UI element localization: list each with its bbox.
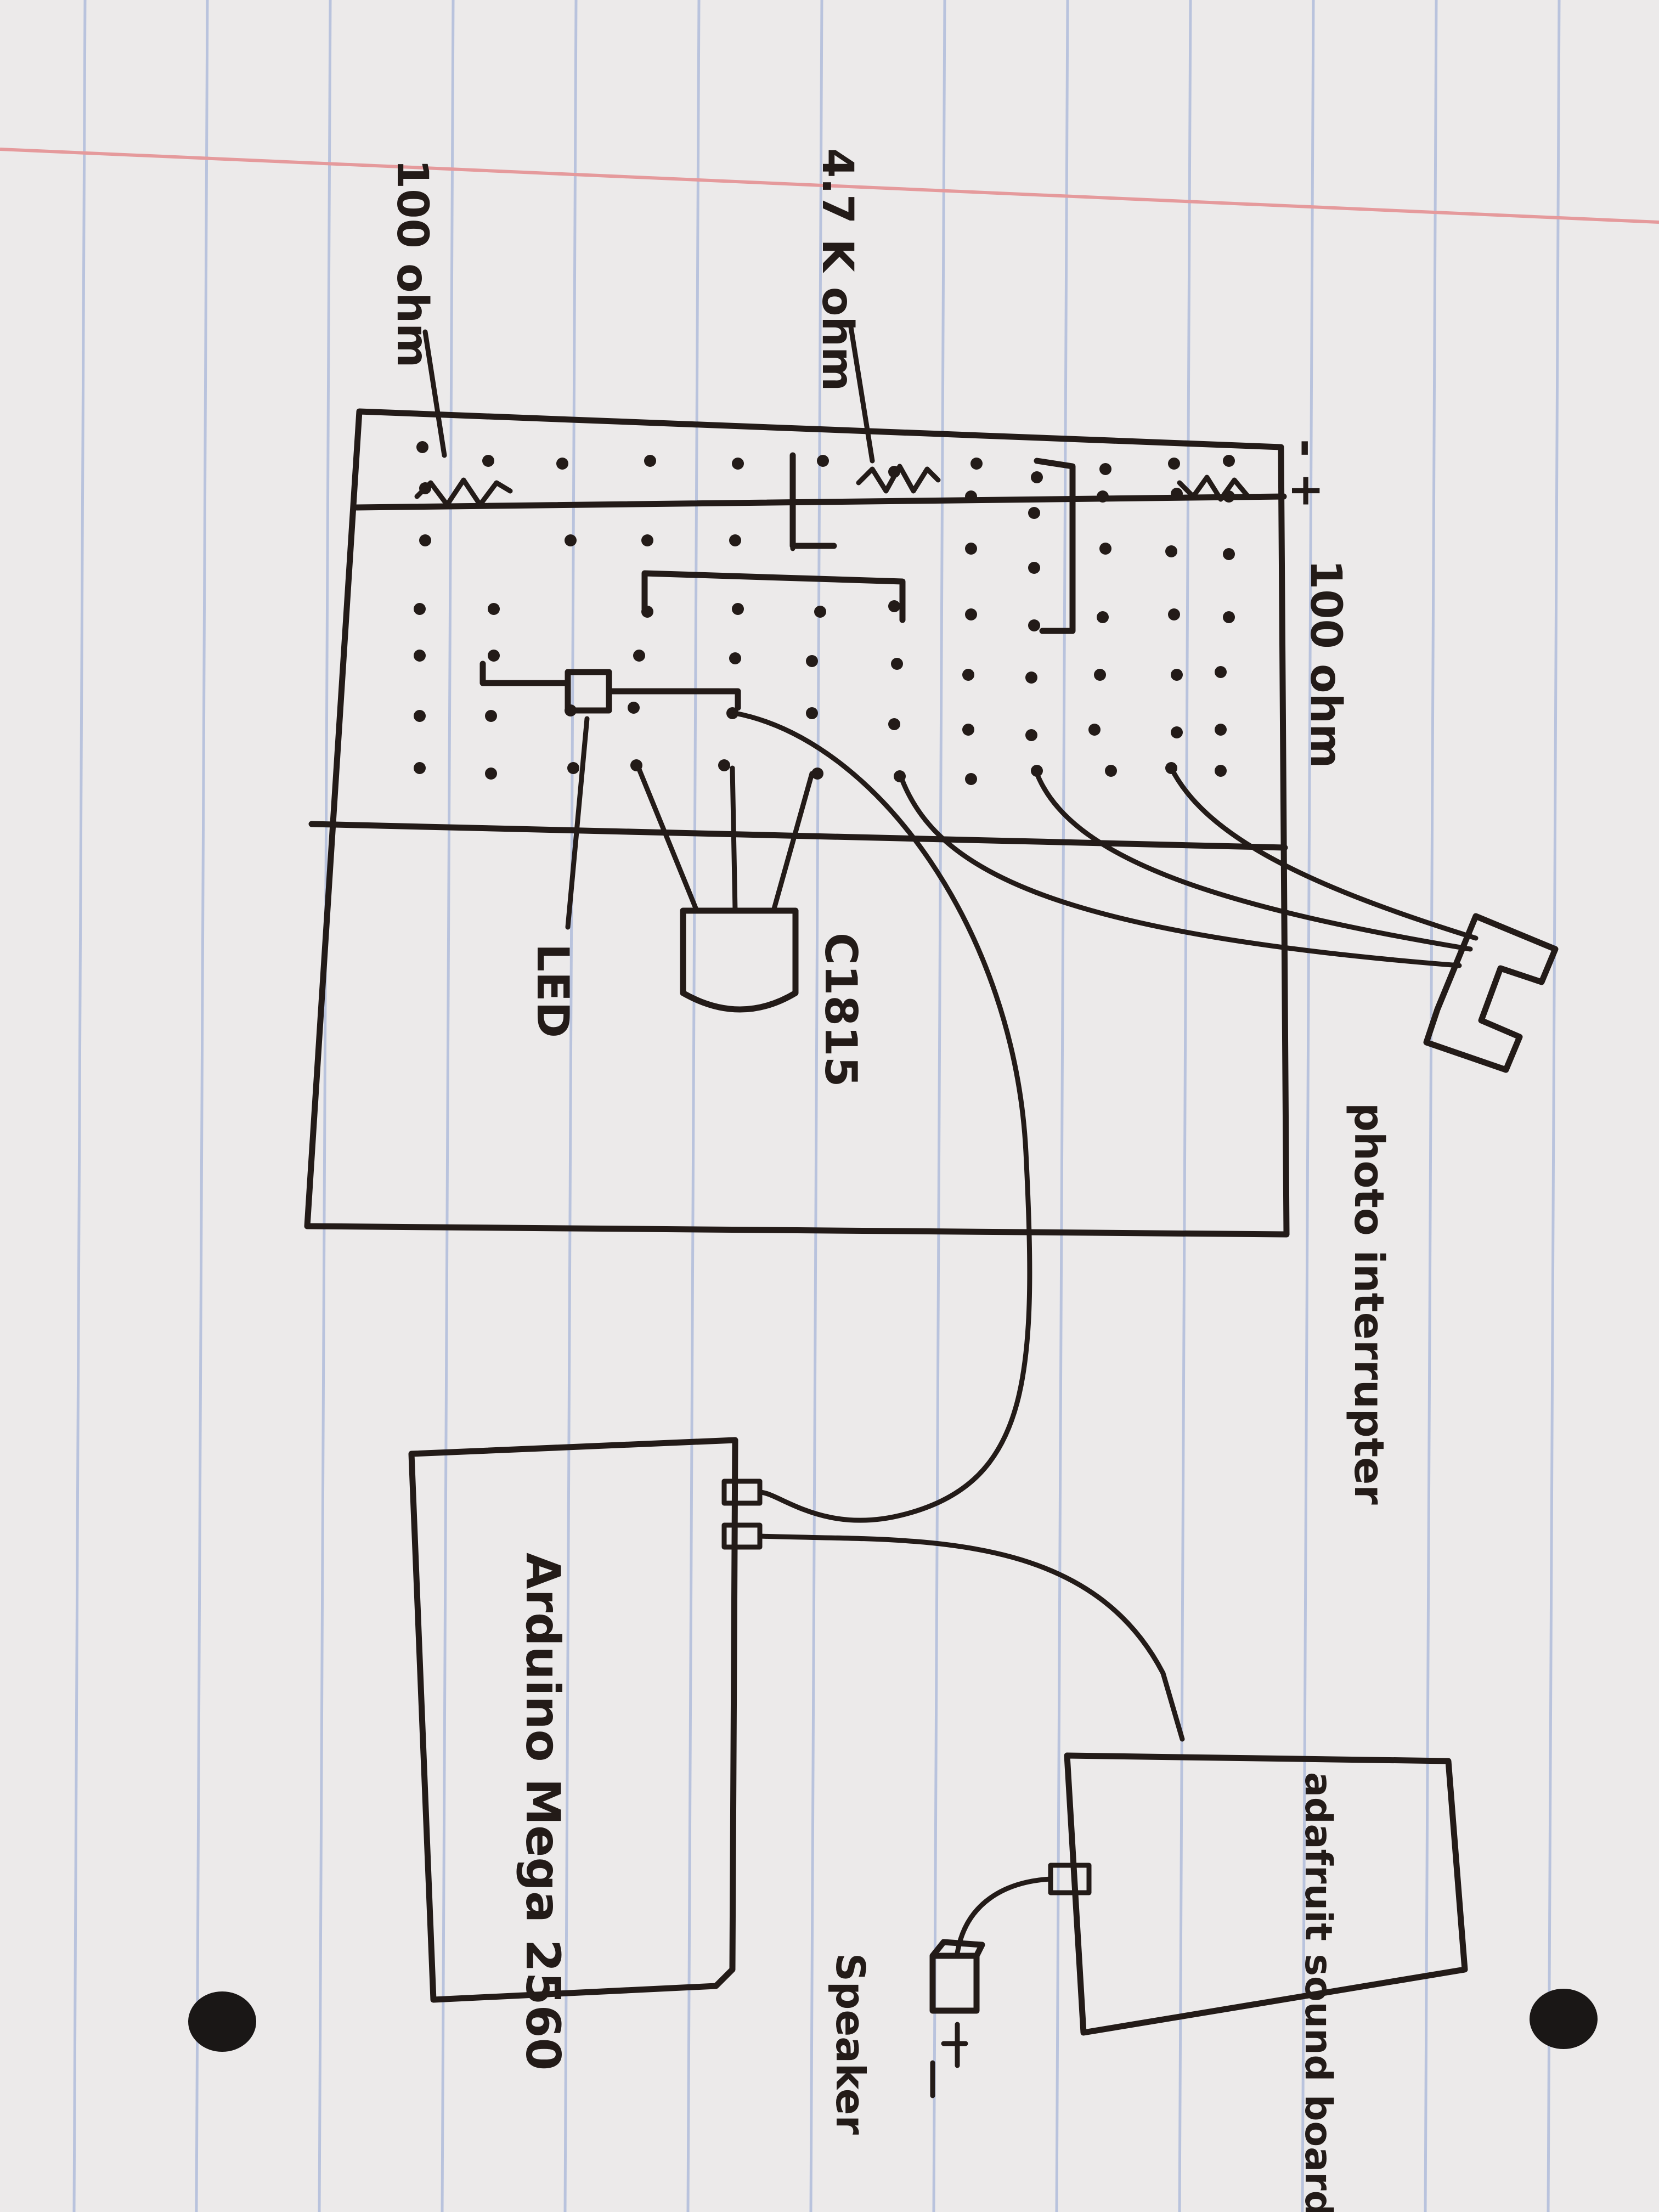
jumper-left (789, 452, 837, 549)
wire-board-to-arduino (732, 710, 1032, 1523)
jumper-mid (641, 570, 906, 623)
label-speaker: Speaker (827, 1953, 873, 2135)
breadboard (304, 408, 1479, 1523)
breadboard-holes (414, 441, 1235, 785)
transistor-leads (634, 760, 815, 913)
speaker-symbol (929, 1939, 985, 2014)
binder-hole-right (1530, 1989, 1598, 2049)
arrow-100-ohm-top (422, 329, 447, 458)
arrow-4k7 (848, 321, 875, 464)
photo-wire-3 (1169, 765, 1479, 941)
margin-line (0, 148, 1659, 224)
polarity-label: - + (1282, 439, 1333, 509)
arrow-led (565, 716, 590, 930)
label-led: LED (527, 944, 578, 1038)
wire-arduino-to-soundboard (757, 1533, 1185, 1742)
resistor-100-top (414, 477, 513, 507)
label-sound-board: adafruit sound board (1296, 1772, 1340, 2212)
label-100-ohm-top: 100 ohm (387, 159, 437, 368)
photo-interrupter (1423, 913, 1559, 1073)
label-photo-interrupter: photo interrupter (1345, 1103, 1392, 1505)
led-symbol (479, 661, 741, 714)
binder-hole-left (188, 1991, 256, 2052)
resistor-100-right (1177, 475, 1251, 502)
photo-wire-2 (1034, 771, 1473, 952)
speaker-wire (955, 1876, 1053, 1956)
label-c1815: C1815 (815, 933, 866, 1087)
label-100-ohm-right: 100 ohm (1301, 560, 1350, 768)
jumper-right (1034, 458, 1076, 634)
photo-wire-1 (897, 771, 1462, 968)
label-arduino: Arduino Mega 2560 (515, 1553, 570, 2070)
speaker-waves (930, 2022, 968, 2098)
transistor-body (680, 907, 799, 1013)
arduino-header-1 (721, 1479, 763, 1506)
